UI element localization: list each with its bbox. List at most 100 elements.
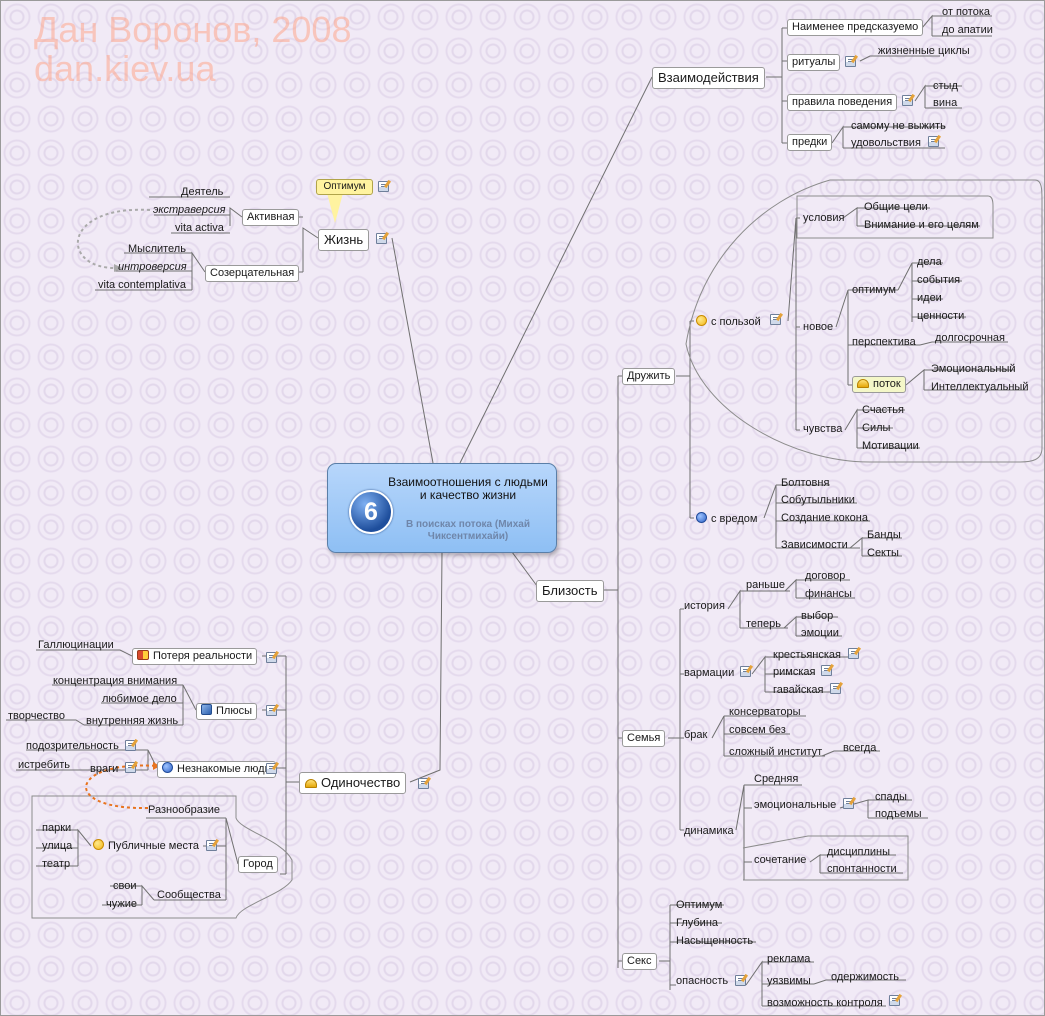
item-gangs[interactable]: Банды — [867, 529, 901, 541]
note-icon[interactable] — [378, 181, 389, 192]
item-obsession[interactable]: одержимость — [831, 971, 899, 983]
item-life-cycles[interactable]: жизненные циклы — [878, 45, 970, 57]
note-icon[interactable] — [928, 136, 939, 147]
item-guilt[interactable]: вина — [933, 97, 958, 109]
item-pleasures[interactable]: удовольствия — [851, 137, 921, 149]
topic-plus[interactable]: Плюсы — [196, 703, 257, 720]
callout-optimum[interactable]: Оптимум — [316, 179, 373, 195]
topic-communities[interactable]: Сообщества — [157, 889, 221, 901]
item-concentration[interactable]: концентрация внимания — [53, 675, 178, 687]
item-strength[interactable]: Силы — [862, 422, 891, 434]
note-icon[interactable] — [821, 665, 832, 676]
topic-dependence[interactable]: Зависимости — [781, 539, 848, 551]
item-intellectual-flow[interactable]: Интеллектуальный — [931, 381, 1029, 393]
item-vulnerable[interactable]: уязвимы — [767, 975, 811, 987]
note-icon[interactable] — [125, 762, 136, 773]
topic-novelty[interactable]: новое — [803, 321, 834, 333]
topic-before[interactable]: раньше — [746, 579, 785, 591]
topic-reality-loss[interactable]: Потеря реальности — [132, 648, 258, 665]
topic-optimum[interactable]: оптимум — [852, 284, 896, 296]
topic-public-places[interactable]: Публичные места — [93, 839, 199, 853]
topic-least-predictable[interactable]: Наименее предсказуемо — [787, 19, 924, 36]
item-strangers[interactable]: чужие — [106, 898, 137, 910]
item-spontaneity[interactable]: спонтанности — [827, 863, 897, 875]
item-to-apathy[interactable]: до апатии — [942, 24, 993, 36]
note-icon[interactable] — [843, 798, 854, 809]
topic-closeness[interactable]: Близость — [536, 580, 604, 602]
note-icon[interactable] — [266, 652, 277, 663]
item-enemies[interactable]: враги — [90, 763, 119, 775]
item-inner-life[interactable]: внутренняя жизнь — [86, 715, 179, 727]
item-values[interactable]: ценности — [917, 310, 965, 322]
note-icon[interactable] — [889, 995, 900, 1006]
note-icon[interactable] — [266, 763, 277, 774]
central-topic[interactable]: 6 Взаимоотношения с людьми и качество жи… — [327, 463, 557, 553]
item-from-flow[interactable]: от потока — [942, 6, 991, 18]
item-choice[interactable]: выбор — [801, 610, 834, 622]
item-thinker[interactable]: Мыслитель — [128, 243, 186, 255]
topic-harm[interactable]: с вредом — [696, 512, 758, 526]
topic-dynamics[interactable]: динамика — [684, 825, 734, 837]
topic-feelings[interactable]: чувства — [803, 423, 843, 435]
item-events[interactable]: события — [917, 274, 961, 286]
topic-conditions[interactable]: условия — [803, 212, 845, 224]
note-icon[interactable] — [418, 778, 429, 789]
item-emotional-flow[interactable]: Эмоциональный — [931, 363, 1016, 375]
item-cannot-survive[interactable]: самому не выжить — [851, 120, 946, 132]
item-peasant[interactable]: крестьянская — [773, 649, 841, 661]
item-happiness[interactable]: Счастья — [862, 404, 904, 416]
item-long-term[interactable]: долгосрочная — [935, 332, 1005, 344]
item-saturation[interactable]: Насыщенность — [676, 935, 754, 947]
topic-loneliness[interactable]: Одиночество — [299, 772, 407, 794]
item-extraversion[interactable]: экстраверсия — [153, 204, 226, 216]
item-common-goals[interactable]: Общие цели — [864, 201, 928, 213]
topic-rituals[interactable]: ритуалы — [787, 54, 841, 71]
note-icon[interactable] — [830, 683, 841, 694]
item-deeds[interactable]: дела — [917, 256, 942, 268]
topic-ancestors[interactable]: предки — [787, 134, 833, 151]
topic-history[interactable]: история — [684, 600, 725, 612]
item-shame[interactable]: стыд — [933, 80, 958, 92]
item-vita-activa[interactable]: vita activa — [175, 222, 224, 234]
item-suspicion[interactable]: подозрительность — [26, 740, 119, 752]
item-depth[interactable]: Глубина — [676, 917, 719, 929]
item-vita-contemplativa[interactable]: vita contemplativa — [98, 279, 187, 291]
note-icon[interactable] — [770, 314, 781, 325]
item-complex-institution[interactable]: сложный институт — [729, 746, 823, 758]
note-icon[interactable] — [902, 95, 913, 106]
note-icon[interactable] — [376, 233, 387, 244]
item-doer[interactable]: Деятель — [181, 186, 224, 198]
item-ideas[interactable]: идеи — [917, 292, 942, 304]
topic-active[interactable]: Активная — [242, 209, 300, 226]
item-favorite-work[interactable]: любимое дело — [102, 693, 177, 705]
topic-interactions[interactable]: Взаимодействия — [652, 67, 765, 89]
item-theater[interactable]: театр — [42, 858, 71, 870]
item-sects[interactable]: Секты — [867, 547, 899, 559]
topic-danger[interactable]: опасность — [676, 975, 729, 987]
item-chatter[interactable]: Болтовня — [781, 477, 830, 489]
item-advertising[interactable]: реклама — [767, 953, 811, 965]
topic-variations[interactable]: вармации — [684, 667, 735, 679]
item-creativity[interactable]: творчество — [8, 710, 65, 722]
item-contract[interactable]: договор — [805, 570, 846, 582]
note-icon[interactable] — [845, 56, 856, 67]
topic-friends[interactable]: Дружить — [622, 368, 676, 385]
topic-city[interactable]: Город — [238, 856, 278, 873]
note-icon[interactable] — [848, 648, 859, 659]
item-cocoon[interactable]: Создание кокона — [781, 512, 868, 524]
item-conservatives[interactable]: консерваторы — [729, 706, 801, 718]
topic-flow[interactable]: поток — [852, 376, 906, 393]
item-always[interactable]: всегда — [843, 742, 877, 754]
topic-strangers[interactable]: Незнакомые люди — [157, 761, 276, 778]
item-finances[interactable]: финансы — [805, 588, 852, 600]
topic-rules[interactable]: правила поведения — [787, 94, 898, 111]
topic-contemplative[interactable]: Созерцательная — [205, 265, 300, 282]
item-exterminate[interactable]: истребить — [18, 759, 71, 771]
topic-life[interactable]: Жизнь — [318, 229, 370, 251]
note-icon[interactable] — [266, 705, 277, 716]
item-street[interactable]: улица — [42, 840, 73, 852]
note-icon[interactable] — [125, 740, 136, 751]
item-hawaiian[interactable]: гавайская — [773, 684, 824, 696]
item-own[interactable]: свои — [113, 880, 137, 892]
note-icon[interactable] — [740, 666, 751, 677]
